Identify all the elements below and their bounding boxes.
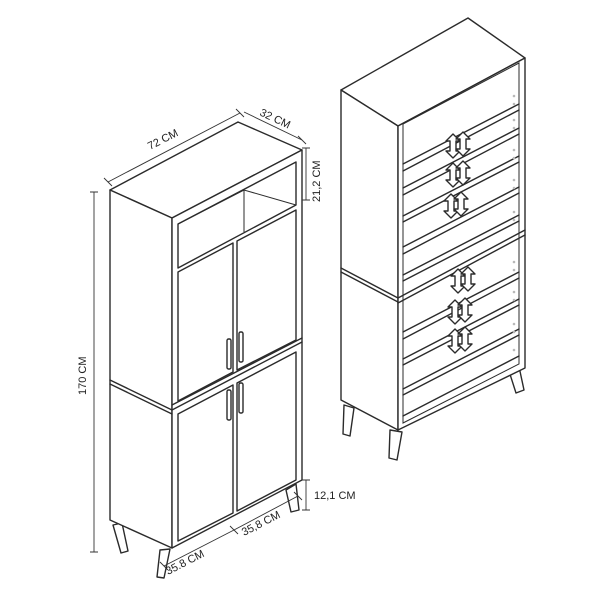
dim-door-left: 35.8 CM bbox=[164, 548, 206, 578]
cabinet-leg bbox=[342, 404, 355, 437]
dim-door-right: 35,8 CM bbox=[240, 509, 282, 539]
dim-leg-height: 12,1 CM bbox=[314, 490, 356, 502]
door-handle[interactable] bbox=[226, 338, 232, 370]
dim-height: 170 CM bbox=[77, 356, 89, 395]
dimension-lines bbox=[90, 108, 310, 571]
upper-door-right[interactable] bbox=[236, 209, 297, 371]
cabinet-leg bbox=[156, 548, 171, 579]
dim-width: 72 CM bbox=[146, 127, 180, 152]
door-handle[interactable] bbox=[238, 331, 244, 363]
peg-holes bbox=[512, 94, 516, 352]
closed-cabinet bbox=[109, 121, 303, 579]
lower-door-left[interactable] bbox=[177, 384, 234, 542]
lower-door-right[interactable] bbox=[236, 351, 297, 512]
shelf bbox=[402, 186, 520, 255]
shelf bbox=[402, 328, 520, 396]
door-handle[interactable] bbox=[238, 382, 244, 414]
cabinet-leg bbox=[388, 429, 403, 461]
shelf bbox=[402, 214, 520, 282]
dim-depth: 32 CM bbox=[258, 107, 292, 132]
shoe-shelves bbox=[402, 103, 520, 417]
cabinet-side bbox=[109, 189, 173, 549]
open-cabinet bbox=[340, 17, 526, 461]
shelf bbox=[402, 355, 520, 417]
upper-door-left[interactable] bbox=[177, 242, 234, 402]
cabinet-leg bbox=[285, 483, 300, 513]
cabinet-side bbox=[340, 89, 399, 431]
door-handle[interactable] bbox=[226, 389, 232, 421]
dim-shelf-opening: 21,2 CM bbox=[311, 160, 323, 202]
